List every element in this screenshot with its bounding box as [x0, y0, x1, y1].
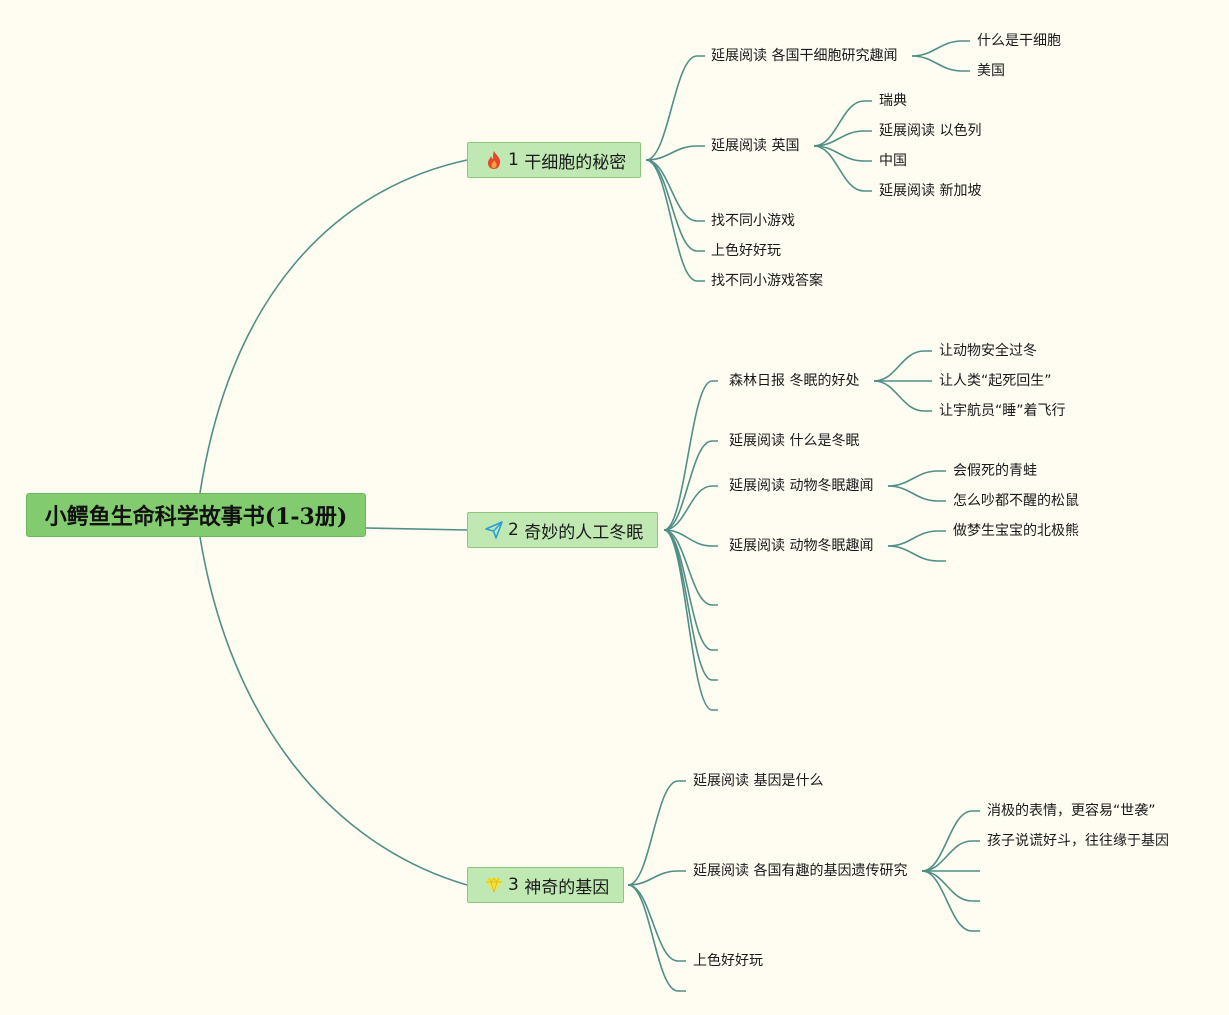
leaf-item[interactable]: 会假死的青蛙 — [953, 463, 1037, 479]
connector-line — [887, 470, 946, 487]
connector-line — [645, 145, 705, 161]
connector-line — [813, 130, 872, 147]
connector-line — [645, 159, 705, 222]
connector-line — [663, 529, 718, 606]
connector-line — [911, 40, 970, 57]
subtopic[interactable]: 延展阅读 动物冬眠趣闻 — [729, 478, 874, 494]
connector-line — [921, 840, 980, 872]
connector-line — [921, 870, 980, 932]
connector-line — [887, 485, 946, 502]
leaf-item[interactable]: 做梦生宝宝的北极熊 — [953, 523, 1079, 539]
connector-line — [921, 870, 980, 902]
topic-number: 1 — [508, 150, 519, 170]
topic-title: 神奇的基因 — [524, 877, 610, 898]
subtopic[interactable]: 延展阅读 基因是什么 — [693, 773, 824, 789]
leaf-item[interactable]: 孩子说谎好斗，往往缘于基因 — [987, 833, 1169, 849]
subtopic[interactable]: 找不同小游戏答案 — [711, 273, 823, 289]
topic-title: 干细胞的秘密 — [524, 152, 627, 173]
connector-line — [627, 884, 686, 962]
connector-line — [663, 529, 718, 711]
subtopic[interactable]: 森林日报 冬眠的好处 — [729, 373, 860, 389]
connector-line — [813, 145, 872, 192]
paper-plane-icon — [484, 520, 504, 540]
connector-line — [663, 380, 718, 531]
connector-line — [921, 810, 980, 872]
connector-line — [663, 440, 718, 531]
gem-icon — [484, 875, 504, 895]
subtopic[interactable]: 找不同小游戏 — [711, 213, 795, 229]
topic-artificial-hibernation[interactable]: 2 奇妙的人工冬眠 — [467, 512, 659, 548]
connector-line — [645, 159, 705, 282]
connector-line — [873, 350, 932, 382]
connector-line — [199, 536, 468, 886]
connector-line — [199, 159, 468, 494]
connector-line — [887, 545, 946, 562]
subtopic[interactable]: 延展阅读 英国 — [711, 138, 800, 154]
leaf-item[interactable]: 瑞典 — [879, 93, 907, 109]
topic-title: 奇妙的人工冬眠 — [524, 522, 644, 543]
subtopic[interactable]: 延展阅读 动物冬眠趣闻 — [729, 538, 874, 554]
connector-line — [911, 55, 970, 72]
connector-line — [887, 530, 946, 547]
subtopic[interactable]: 上色好好玩 — [693, 953, 763, 969]
leaf-item[interactable]: 让宇航员“睡”着飞行 — [939, 403, 1066, 419]
connector-line — [663, 485, 718, 531]
connector-line — [873, 380, 932, 412]
connector-line — [645, 55, 705, 161]
connector-line — [627, 884, 686, 992]
connector-line — [627, 780, 686, 886]
connector-line — [365, 527, 468, 531]
leaf-item[interactable]: 延展阅读 以色列 — [879, 123, 982, 139]
connector-line — [663, 529, 718, 651]
fire-icon — [484, 150, 504, 170]
topic-number: 2 — [508, 520, 519, 540]
leaf-item[interactable]: 延展阅读 新加坡 — [879, 183, 982, 199]
subtopic[interactable]: 延展阅读 各国干细胞研究趣闻 — [711, 48, 898, 64]
topic-number: 3 — [508, 875, 519, 895]
subtopic[interactable]: 延展阅读 各国有趣的基因遗传研究 — [693, 863, 908, 879]
connector-line — [813, 100, 872, 147]
leaf-item[interactable]: 让动物安全过冬 — [939, 343, 1037, 359]
topic-stem-cells[interactable]: 1 干细胞的秘密 — [467, 142, 642, 178]
topic-genes[interactable]: 3 神奇的基因 — [467, 867, 625, 903]
leaf-item[interactable]: 怎么吵都不醒的松鼠 — [953, 493, 1079, 509]
subtopic[interactable]: 延展阅读 什么是冬眠 — [729, 433, 860, 449]
leaf-item[interactable]: 什么是干细胞 — [977, 33, 1061, 49]
leaf-item[interactable]: 美国 — [977, 63, 1005, 79]
connector-line — [627, 870, 686, 886]
leaf-item[interactable]: 让人类“起死回生” — [939, 373, 1052, 389]
leaf-item[interactable]: 中国 — [879, 153, 907, 169]
root-topic[interactable]: 小鳄鱼生命科学故事书(1-3册) — [26, 493, 366, 537]
subtopic[interactable]: 上色好好玩 — [711, 243, 781, 259]
connector-line — [663, 529, 718, 547]
leaf-item[interactable]: 消极的表情，更容易“世袭” — [987, 803, 1156, 819]
